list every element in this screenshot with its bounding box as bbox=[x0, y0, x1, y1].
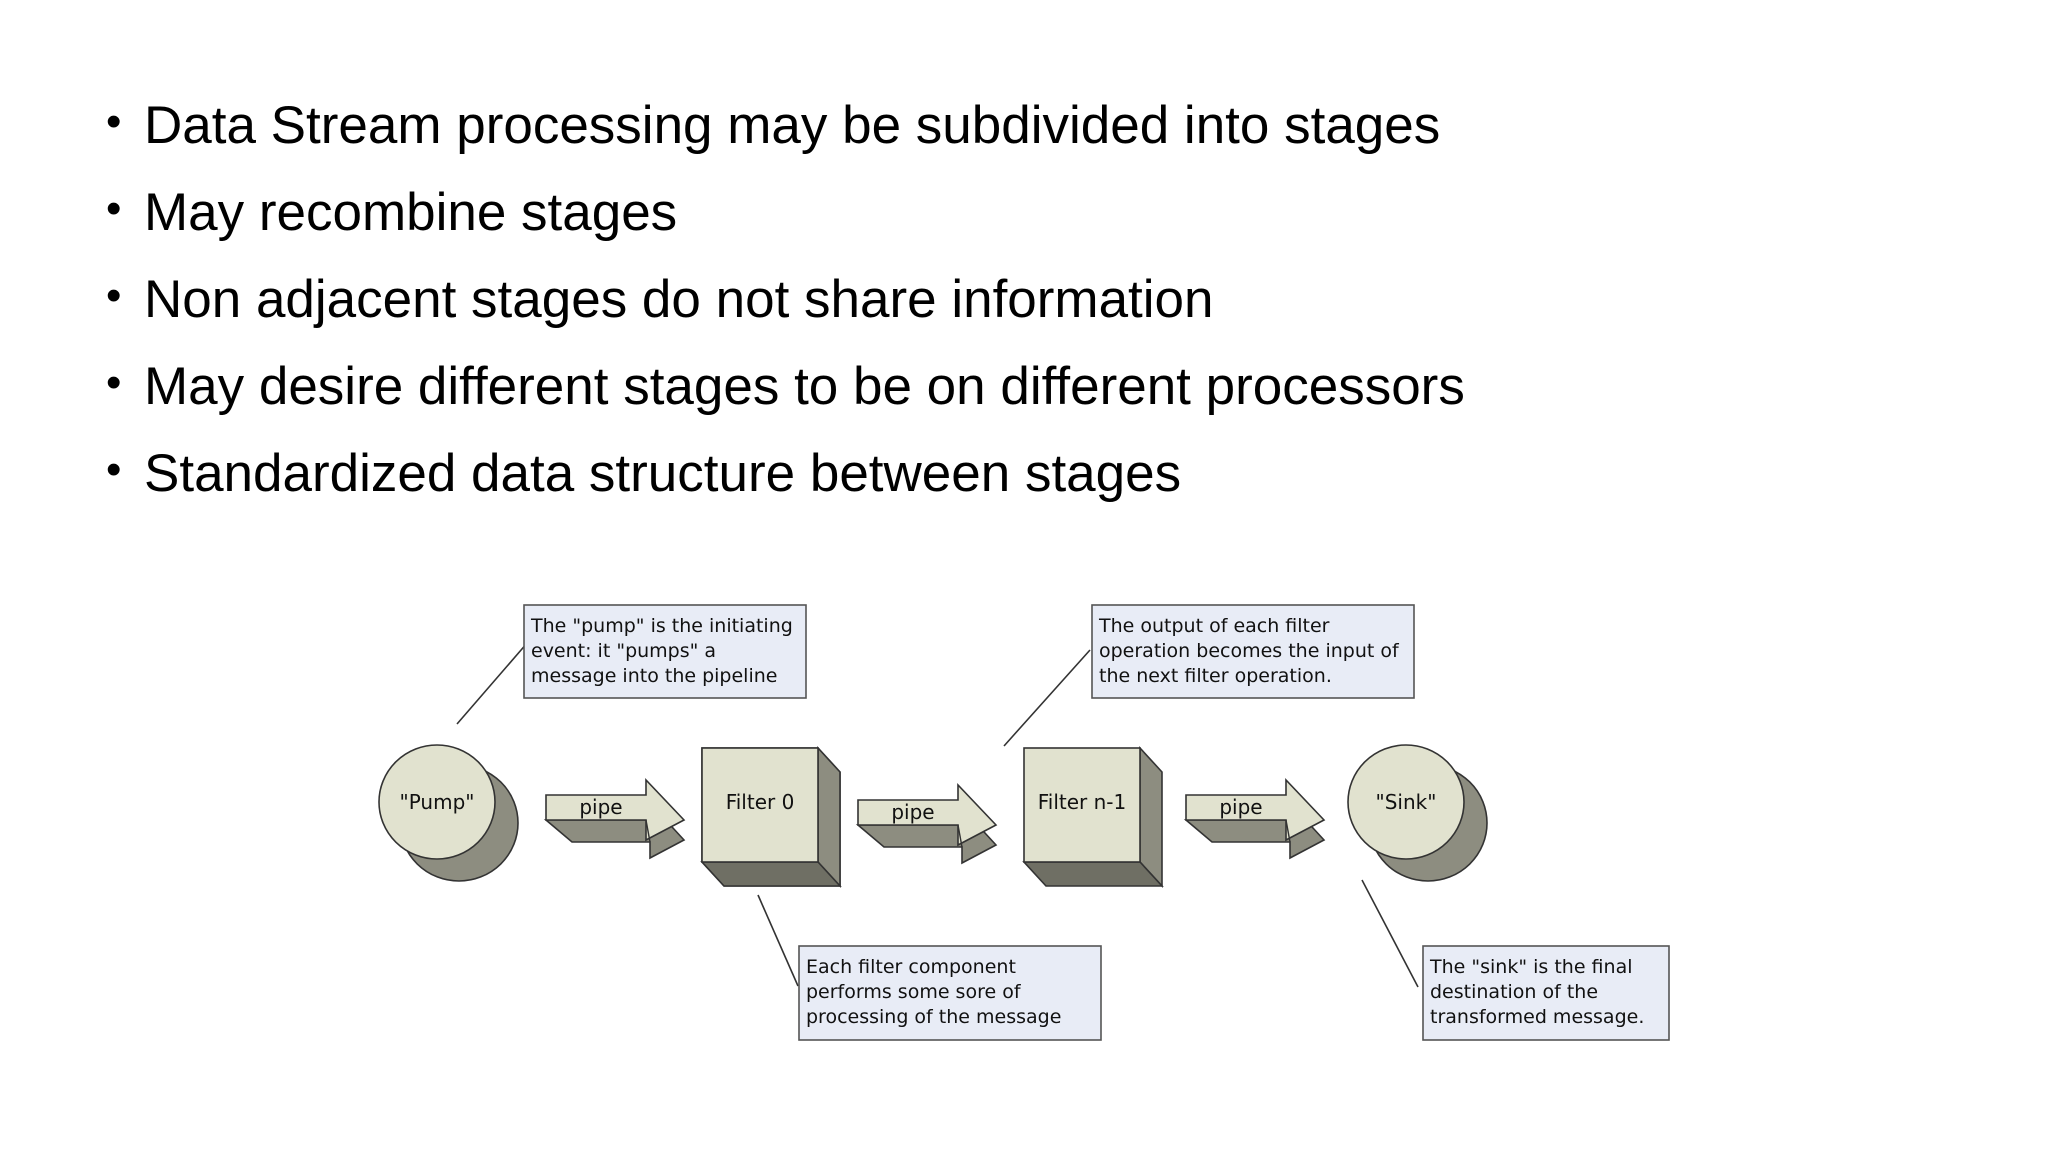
bullet-text: May desire different stages to be on dif… bbox=[144, 357, 1465, 416]
callout-pump: The "pump" is the initiating event: it "… bbox=[523, 604, 807, 699]
bullet-dot: • bbox=[106, 271, 122, 320]
callout-filter: Each filter component performs some sore… bbox=[798, 945, 1102, 1041]
bullet-item: • Standardized data structure between sta… bbox=[100, 430, 1900, 517]
filtern-face bbox=[1023, 747, 1141, 863]
callout-box bbox=[523, 604, 807, 699]
callout-line: processing of the message bbox=[806, 1006, 1061, 1028]
pipe-face bbox=[1185, 777, 1326, 842]
callout-leader-lines bbox=[456, 641, 1419, 988]
pump-node: "Pump" bbox=[378, 744, 519, 882]
pipe-arrow: pipe bbox=[543, 777, 686, 860]
bullet-list: • Data Stream processing may be subdivide… bbox=[100, 82, 1900, 517]
callout-line: The "sink" is the final bbox=[1429, 956, 1633, 978]
pipe-arrow: pipe bbox=[1183, 777, 1326, 860]
callout-line: transformed message. bbox=[1430, 1006, 1644, 1028]
bullet-text: Data Stream processing may be subdivided… bbox=[144, 96, 1441, 155]
callout-line: The "pump" is the initiating bbox=[530, 615, 793, 637]
filter0-bottom bbox=[700, 861, 842, 887]
callout-output: The output of each filter operation beco… bbox=[1091, 604, 1415, 699]
callout-sink: The "sink" is the final destination of t… bbox=[1422, 945, 1670, 1041]
callout-line: performs some sore of bbox=[806, 981, 1022, 1003]
callout-line: destination of the bbox=[1430, 981, 1598, 1003]
sink-face bbox=[1347, 744, 1465, 860]
pipe-label: pipe bbox=[1219, 795, 1262, 819]
pump-face bbox=[378, 744, 496, 860]
bullet-text: Non adjacent stages do not share informa… bbox=[144, 270, 1214, 329]
pipe-arrow: pipe bbox=[855, 782, 998, 865]
filtern-bottom bbox=[1022, 861, 1164, 887]
pump-label: "Pump" bbox=[400, 790, 475, 814]
bullet-dot: • bbox=[106, 97, 122, 146]
callout-line: message into the pipeline bbox=[531, 665, 777, 687]
filter0-label: Filter 0 bbox=[726, 790, 795, 814]
pipe-face bbox=[545, 777, 686, 842]
output-leader-line bbox=[1003, 649, 1091, 747]
pipe-face bbox=[857, 782, 998, 847]
bullet-item: • Non adjacent stages do not share inform… bbox=[100, 256, 1900, 343]
bullet-item: • May desire different stages to be on di… bbox=[100, 343, 1900, 430]
filter-leader-line bbox=[757, 894, 799, 987]
bullet-dot: • bbox=[106, 445, 122, 494]
filter0-face bbox=[701, 747, 819, 863]
filter0-node: Filter 0 bbox=[700, 745, 842, 889]
bullet-item: • Data Stream processing may be subdivide… bbox=[100, 82, 1900, 169]
sink-leader-line bbox=[1361, 879, 1419, 988]
filtern-label: Filter n-1 bbox=[1038, 790, 1127, 814]
callout-line: operation becomes the input of bbox=[1099, 640, 1400, 662]
pipe-edge bbox=[957, 824, 963, 848]
bullet-dot: • bbox=[106, 358, 122, 407]
pump-leader-line bbox=[456, 641, 529, 725]
filtern-node: Filter n-1 bbox=[1022, 745, 1164, 889]
callout-box bbox=[1422, 945, 1670, 1041]
bullet-item: • May recombine stages bbox=[100, 169, 1900, 256]
callout-line: the next filter operation. bbox=[1099, 665, 1332, 687]
callout-box bbox=[798, 945, 1102, 1041]
callout-box bbox=[1091, 604, 1415, 699]
pipe-edge bbox=[1285, 819, 1291, 843]
callout-line: event: it "pumps" a bbox=[531, 640, 716, 662]
pipe-label: pipe bbox=[891, 800, 934, 824]
pipe-label: pipe bbox=[579, 795, 622, 819]
bullet-text: May recombine stages bbox=[144, 183, 678, 242]
bullet-text: Standardized data structure between stag… bbox=[144, 444, 1182, 503]
bullet-dot: • bbox=[106, 184, 122, 233]
callout-line: The output of each filter bbox=[1098, 615, 1330, 637]
sink-label: "Sink" bbox=[1376, 790, 1437, 814]
pipe-edge bbox=[645, 819, 651, 843]
callout-line: Each filter component bbox=[806, 956, 1016, 978]
sink-node: "Sink" bbox=[1347, 744, 1488, 882]
